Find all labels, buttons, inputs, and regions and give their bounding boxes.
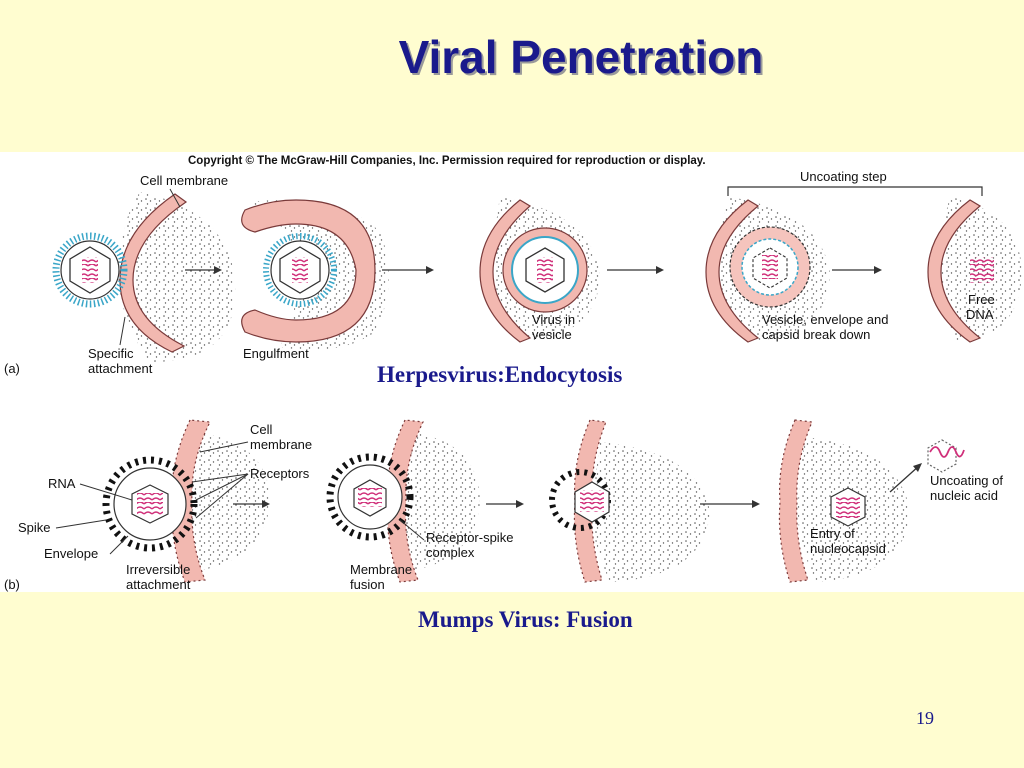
label-fusion: fusion — [350, 577, 385, 592]
cell-membrane — [241, 199, 376, 343]
label-specific-attachment: Specific — [88, 346, 134, 361]
label-nucleocapsid: nucleocapsid — [810, 541, 886, 556]
slide-title: Viral Penetration — [398, 31, 764, 83]
label-rna: RNA — [48, 476, 76, 491]
viral-rna — [580, 490, 604, 512]
virus-spikes — [102, 456, 198, 552]
released-rna — [929, 446, 965, 458]
cell-membrane — [479, 199, 532, 343]
label-irreversible: Irreversible — [126, 562, 190, 577]
panel-b: Cell membrane Receptors RNA Spike Envelo… — [4, 419, 1003, 592]
label-virus-in-vesicle: Virus in — [532, 312, 575, 327]
viral-dna — [762, 255, 778, 279]
cell-membrane — [778, 419, 813, 583]
label-entry-of: Entry of — [810, 526, 855, 541]
label-attachment: attachment — [126, 577, 191, 592]
cytoplasm-stipple — [118, 192, 236, 362]
label-uncoating-step: Uncoating step — [800, 169, 887, 184]
cytoplasm-stipple — [395, 432, 480, 572]
disassembling-capsid — [927, 439, 957, 473]
viral-dna — [537, 257, 553, 283]
label-free-dna-line2: DNA — [966, 307, 994, 322]
label-spike: Spike — [18, 520, 51, 535]
label-uncoating-of: Uncoating of — [930, 473, 1003, 488]
arrow-head — [656, 266, 664, 274]
label-virus-in-vesicle-line2: vesicle — [532, 327, 572, 342]
leader-line — [79, 483, 133, 501]
virus-spikes — [52, 232, 128, 308]
virus-in-vesicle-stage — [479, 197, 600, 343]
virus-spikes — [326, 453, 414, 541]
label-specific-attachment-line2: attachment — [88, 361, 153, 376]
leader-line — [399, 519, 425, 541]
cytoplasm-stipple — [178, 432, 270, 572]
viral-penetration-figure: Copyright © The McGraw-Hill Companies, I… — [0, 152, 1024, 592]
page-number: 19 — [916, 708, 934, 728]
arrow-head — [426, 266, 434, 274]
label-envelope: Envelope — [44, 546, 98, 561]
leader-line — [109, 535, 129, 555]
label-engulfment: Engulfment — [243, 346, 309, 361]
cell-membrane — [119, 193, 188, 353]
label-nucleic-acid: nucleic acid — [930, 488, 998, 503]
cell-membrane — [705, 199, 760, 343]
viral-rna — [358, 487, 382, 507]
nucleocapsid-entry-stage — [778, 419, 910, 583]
leader-line — [169, 188, 181, 208]
arrow-head — [752, 500, 760, 508]
label-complex: complex — [426, 545, 475, 560]
viral-dna — [292, 257, 308, 283]
label-vesicle-breakdown-line2: capsid break down — [762, 327, 870, 342]
leader-line — [199, 441, 249, 453]
mumps-virus-attachment — [102, 419, 270, 583]
uncoating-bracket — [727, 186, 983, 196]
leader-line — [191, 473, 249, 483]
panel-a-label: (a) — [4, 361, 20, 376]
label-cell-membrane: Cell membrane — [140, 173, 228, 188]
label-receptor-spike: Receptor-spike — [426, 530, 513, 545]
uncoating-stage — [927, 439, 965, 473]
label-membrane-fusion: Membrane — [350, 562, 412, 577]
leader-line — [195, 473, 249, 519]
label-receptors: Receptors — [250, 466, 310, 481]
arrow-line — [889, 464, 921, 493]
panel-b-label: (b) — [4, 577, 20, 592]
panel-a: Cell membrane Uncoating step Specific at… — [4, 169, 1022, 376]
caption-mumps-virus: Mumps Virus: Fusion — [418, 607, 633, 632]
cytoplasm-stipple — [591, 442, 710, 582]
vesicle-breakdown-stage — [705, 197, 830, 343]
label-membrane: membrane — [250, 437, 312, 452]
viral-dna — [82, 257, 98, 283]
label-free-dna: Free — [968, 292, 995, 307]
label-cell: Cell — [250, 422, 273, 437]
engulfment-stage — [241, 199, 389, 350]
leader-line — [195, 473, 249, 501]
herpes-virus-attachment — [52, 192, 236, 362]
label-vesicle-breakdown: Vesicle, envelope and — [762, 312, 888, 327]
arrow-head — [214, 266, 222, 274]
virus-spikes — [263, 233, 337, 307]
cell-membrane — [927, 199, 982, 343]
arrow-head — [874, 266, 882, 274]
free-dna-stage — [927, 197, 1022, 343]
membrane-fusion-stage — [326, 419, 480, 583]
viral-rna — [137, 493, 163, 515]
viral-rna — [836, 496, 860, 518]
arrow-head — [262, 500, 270, 508]
arrow-head — [913, 463, 922, 472]
caption-herpesvirus: Herpesvirus:Endocytosis — [377, 362, 623, 387]
arrow-head — [516, 500, 524, 508]
fusion-progress-stage — [549, 419, 710, 583]
copyright-notice: Copyright © The McGraw-Hill Companies, I… — [188, 155, 706, 167]
free-viral-dna — [970, 257, 994, 283]
leader-line — [55, 519, 107, 529]
figure-svg: Copyright © The McGraw-Hill Companies, I… — [4, 155, 1022, 592]
leader-line — [119, 316, 126, 346]
